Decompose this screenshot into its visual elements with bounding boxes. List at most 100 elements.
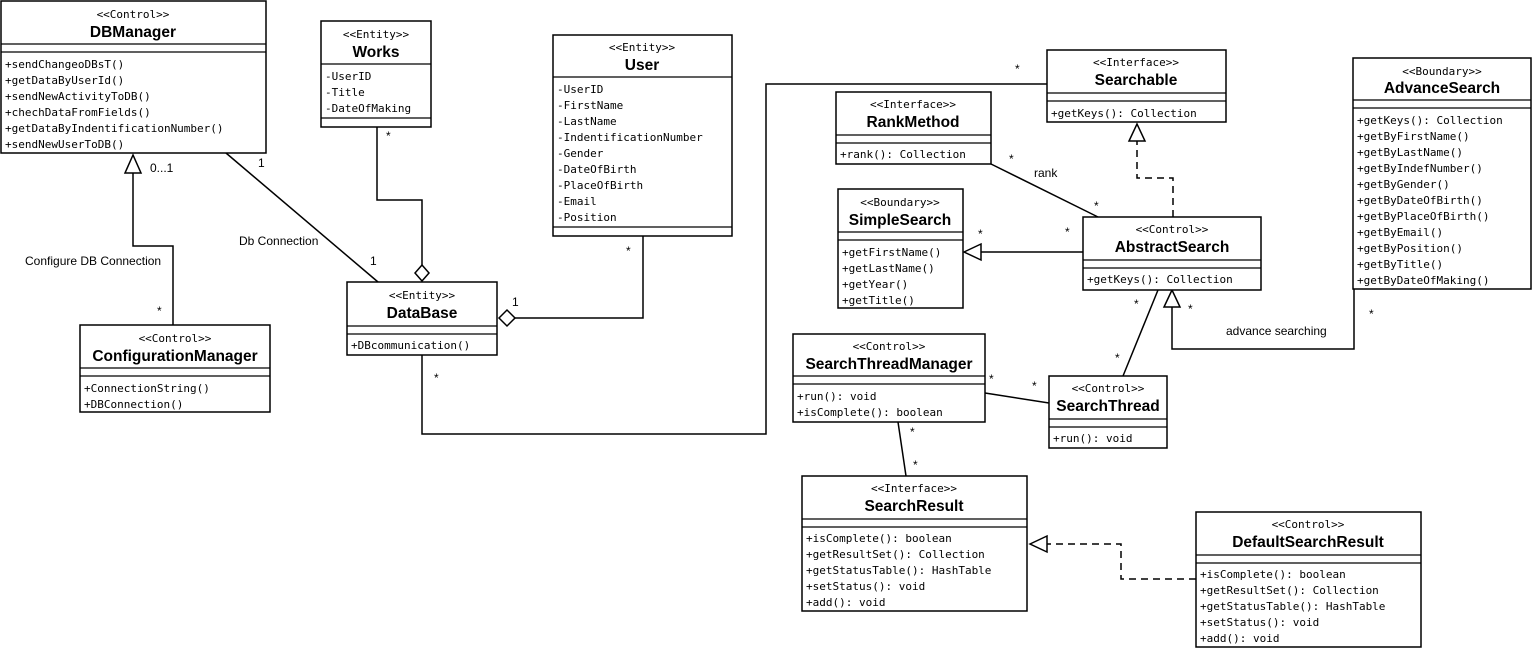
multiplicity: 1 <box>512 295 519 309</box>
class-works[interactable]: <<Entity>> Works -UserID -Title -DateOfM… <box>320 20 432 128</box>
class-name: DefaultSearchResult <box>1232 534 1384 551</box>
class-name: DBManager <box>90 24 176 41</box>
method: +DBcommunication() <box>351 339 470 352</box>
method: +run(): void <box>1053 432 1132 445</box>
generalization-arrowhead <box>123 153 143 174</box>
method: +getByLastName() <box>1357 146 1463 159</box>
class-abstractsearch[interactable]: <<Control>> AbstractSearch +getKeys(): C… <box>1082 216 1262 291</box>
method: +getTitle() <box>842 294 915 307</box>
class-database[interactable]: <<Entity>> DataBase +DBcommunication() <box>346 281 498 356</box>
class-name: AdvanceSearch <box>1384 80 1500 97</box>
multiplicity: * <box>1188 302 1193 316</box>
multiplicity: * <box>910 425 915 439</box>
configure-db-label: Configure DB Connection <box>25 254 161 268</box>
attribute: -PlaceOfBirth <box>557 179 643 192</box>
class-searchthreadmanager[interactable]: <<Control>> SearchThreadManager +run(): … <box>792 333 986 423</box>
stereotype: <<Interface>> <box>871 482 957 495</box>
method: +getLastName() <box>842 262 935 275</box>
class-configurationmanager[interactable]: <<Control>> ConfigurationManager +Connec… <box>79 324 271 413</box>
class-rankmethod[interactable]: <<Interface>> RankMethod +rank(): Collec… <box>835 91 992 165</box>
generalization-arrowhead <box>1162 288 1182 308</box>
method: +setStatus(): void <box>1200 616 1319 629</box>
abstractsearch-searchthread-association <box>1122 289 1159 377</box>
stereotype: <<Entity>> <box>343 28 410 41</box>
class-user[interactable]: <<Entity>> User -UserID -FirstName -Last… <box>552 34 733 237</box>
multiplicity: 1 <box>258 156 265 170</box>
method: +DBConnection() <box>84 398 183 411</box>
stereotype: <<Interface>> <box>1093 56 1179 69</box>
multiplicity: 0...1 <box>150 161 174 175</box>
attribute: -DateOfMaking <box>325 102 411 115</box>
method: +chechDataFromFields() <box>5 106 151 119</box>
class-defaultsearchresult[interactable]: <<Control>> DefaultSearchResult +isCompl… <box>1195 511 1422 648</box>
method: +getByGender() <box>1357 178 1450 191</box>
multiplicity: * <box>1369 307 1374 321</box>
attribute: -FirstName <box>557 99 623 112</box>
method: +getKeys(): Collection <box>1051 107 1197 120</box>
class-name: ConfigurationManager <box>92 348 257 365</box>
rankmethod-abstractsearch-association <box>990 163 1099 218</box>
method: +setStatus(): void <box>806 580 925 593</box>
class-name: SearchResult <box>864 498 963 515</box>
class-searchresult[interactable]: <<Interface>> SearchResult +isComplete()… <box>801 475 1028 612</box>
method: +getResultSet(): Collection <box>1200 584 1379 597</box>
manager-thread-association <box>984 392 1050 404</box>
aggregation-diamond <box>414 263 430 283</box>
multiplicity: 1 <box>370 254 377 268</box>
multiplicity: * <box>157 304 162 318</box>
attribute: -Gender <box>557 147 604 160</box>
class-searchthread[interactable]: <<Control>> SearchThread +run(): void <box>1048 375 1168 449</box>
multiplicity: * <box>1015 62 1020 76</box>
method: +getByIndefNumber() <box>1357 162 1483 175</box>
class-simplesearch[interactable]: <<Boundary>> SimpleSearch +getFirstName(… <box>837 188 964 309</box>
attribute: -Email <box>557 195 597 208</box>
attribute: -LastName <box>557 115 617 128</box>
abstractsearch-searchable-realization <box>1136 141 1174 217</box>
stereotype: <<Control>> <box>1072 382 1145 395</box>
method: +run(): void <box>797 390 876 403</box>
aggregation-diamond <box>497 308 517 328</box>
method: +getFirstName() <box>842 246 941 259</box>
multiplicity: * <box>1009 152 1014 166</box>
class-advancesearch[interactable]: <<Boundary>> AdvanceSearch +getKeys(): C… <box>1352 57 1532 290</box>
method: +getStatusTable(): HashTable <box>1200 600 1385 613</box>
class-name: Searchable <box>1095 72 1178 89</box>
method: +getStatusTable(): HashTable <box>806 564 991 577</box>
method: +getYear() <box>842 278 908 291</box>
multiplicity: * <box>1134 297 1139 311</box>
class-name: SearchThread <box>1056 398 1159 415</box>
rank-label: rank <box>1034 166 1058 180</box>
advancesearch-abstractsearch-generalization <box>1171 289 1355 350</box>
method: +getDataByUserId() <box>5 74 124 87</box>
attribute: -UserID <box>557 83 603 96</box>
method: +getByDateOfBirth() <box>1357 194 1483 207</box>
method: +isComplete(): boolean <box>797 406 943 419</box>
method: +isComplete(): boolean <box>1200 568 1346 581</box>
method: +getByPosition() <box>1357 242 1463 255</box>
multiplicity: * <box>989 372 994 386</box>
method: +getByPlaceOfBirth() <box>1357 210 1489 223</box>
method: +sendNewActivityToDB() <box>5 90 151 103</box>
class-name: AbstractSearch <box>1115 239 1230 256</box>
class-searchable[interactable]: <<Interface>> Searchable +getKeys(): Col… <box>1046 49 1227 123</box>
method: +ConnectionString() <box>84 382 210 395</box>
class-dbmanager[interactable]: <<Control>> DBManager +sendChangeoDBsT()… <box>0 0 267 154</box>
method: +getResultSet(): Collection <box>806 548 985 561</box>
method: +sendChangeoDBsT() <box>5 58 124 71</box>
method: +getByDateOfMaking() <box>1357 274 1489 287</box>
attribute: -UserID <box>325 70 371 83</box>
multiplicity: * <box>1094 199 1099 213</box>
realization-arrowhead <box>1127 122 1147 142</box>
stereotype: <<Control>> <box>1136 223 1209 236</box>
method: +getKeys(): Collection <box>1357 114 1503 127</box>
class-name: Works <box>352 44 399 61</box>
multiplicity: * <box>386 129 391 143</box>
stereotype: <<Control>> <box>97 8 170 21</box>
multiplicity: * <box>978 227 983 241</box>
works-database-aggregation <box>376 127 423 265</box>
method: +add(): void <box>1200 632 1279 645</box>
method: +add(): void <box>806 596 885 609</box>
method: +getByEmail() <box>1357 226 1443 239</box>
db-connection-label: Db Connection <box>239 234 318 248</box>
